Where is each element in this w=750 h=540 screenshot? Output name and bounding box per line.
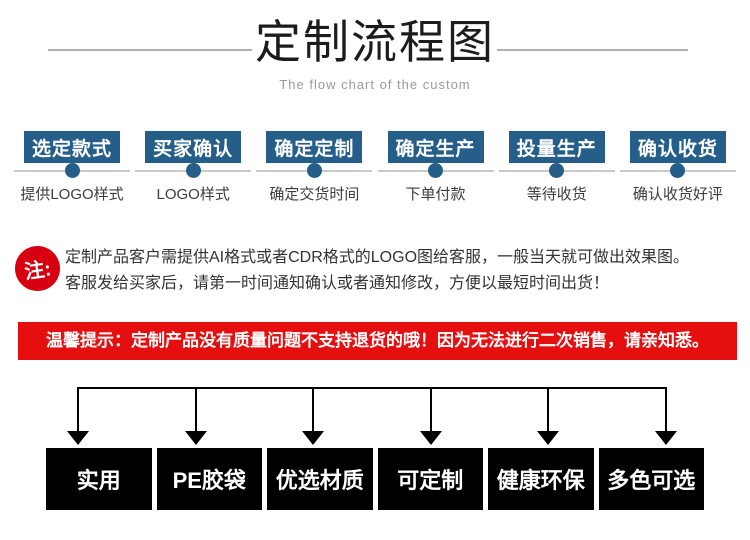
arrow-stem [665, 387, 667, 431]
down-arrow [537, 387, 559, 445]
note-badge: 注: [12, 243, 63, 294]
step-label: 确认收货好评 [632, 186, 723, 203]
step-timeline [135, 163, 252, 178]
step-timeline [619, 163, 736, 178]
arrow-head-icon [185, 431, 207, 445]
arrow-stem [77, 387, 79, 431]
down-arrow [302, 387, 324, 445]
note-line-2: 客服发给买家后，请第一时间通知确认或者通知修改，方便以最短时间出货！ [65, 275, 610, 292]
arrow-stem [195, 387, 197, 431]
down-arrow [420, 387, 442, 445]
step-confirm-production: 确定生产 下单付款 [377, 131, 494, 204]
step-confirm-receipt: 确认收货 确认收货好评 [619, 131, 736, 204]
feature-pe-bag: PE胶袋 [156, 448, 262, 510]
step-box: 确定定制 [266, 131, 363, 163]
step-label: 等待收货 [526, 186, 587, 203]
step-mass-production: 投量生产 等待收货 [498, 131, 615, 204]
header: 定制流程图 The flow chart of the custom [0, 0, 750, 100]
feature-boxes: 实用 PE胶袋 优选材质 可定制 健康环保 多色可选 [46, 448, 704, 510]
down-arrow [67, 387, 89, 445]
page-title: 定制流程图 [255, 16, 495, 68]
step-box: 买家确认 [145, 131, 242, 163]
arrow-stem [312, 387, 314, 431]
step-timeline [498, 163, 615, 178]
down-arrow [655, 387, 677, 445]
step-box: 确认收货 [629, 131, 726, 163]
feature-multicolor: 多色可选 [598, 448, 704, 510]
note-line-1: 定制产品客户需提供AI格式或者CDR格式的LOGO图给客服，一般当天就可做出效果… [65, 249, 690, 266]
process-steps: 选定款式 提供LOGO样式 买家确认 LOGO样式 确定定制 确定交货时间 [0, 131, 750, 204]
arrow-head-icon [67, 431, 89, 445]
note-section: 注: 定制产品客户需提供AI格式或者CDR格式的LOGO图给客服，一般当天就可做… [12, 243, 735, 302]
step-timeline [377, 163, 494, 178]
arrow-head-icon [537, 431, 559, 445]
arrow-stem [430, 387, 432, 431]
arrow-diagram [0, 387, 750, 445]
step-select-style: 选定款式 提供LOGO样式 [14, 131, 130, 204]
step-label: 提供LOGO样式 [20, 186, 124, 203]
step-timeline [14, 163, 130, 178]
timeline-dot [549, 163, 565, 178]
arrow-stem [547, 387, 549, 431]
timeline-dot [185, 163, 201, 178]
note-text: 定制产品客户需提供AI格式或者CDR格式的LOGO图给客服，一般当天就可做出效果… [65, 245, 735, 297]
step-box: 确定生产 [387, 131, 484, 163]
arrow-head-icon [420, 431, 442, 445]
warning-banner: 温馨提示：定制产品没有质量问题不支持退货的哦！因为无法进行二次销售，请亲知悉。 [18, 322, 737, 360]
down-arrow [185, 387, 207, 445]
arrow-head-icon [655, 431, 677, 445]
feature-material: 优选材质 [267, 448, 373, 510]
step-buyer-confirm: 买家确认 LOGO样式 [135, 131, 252, 204]
step-confirm-custom: 确定定制 确定交货时间 [256, 131, 373, 204]
step-box: 投量生产 [508, 131, 605, 163]
step-label: 确定交货时间 [269, 186, 360, 203]
step-timeline [256, 163, 373, 178]
feature-practical: 实用 [46, 448, 152, 510]
feature-customizable: 可定制 [377, 448, 483, 510]
title-divider-left [48, 49, 252, 51]
step-label: 下单付款 [405, 186, 466, 203]
step-label: LOGO样式 [156, 186, 230, 203]
timeline-dot [670, 163, 686, 178]
arrow-head-icon [302, 431, 324, 445]
timeline-dot [306, 163, 322, 178]
step-box: 选定款式 [24, 131, 120, 163]
page-subtitle: The flow chart of the custom [279, 77, 471, 92]
timeline-dot [428, 163, 444, 178]
title-divider-right [497, 49, 688, 51]
feature-eco: 健康环保 [488, 448, 594, 510]
timeline-dot [64, 163, 80, 178]
arrow-connector-line [77, 387, 667, 389]
